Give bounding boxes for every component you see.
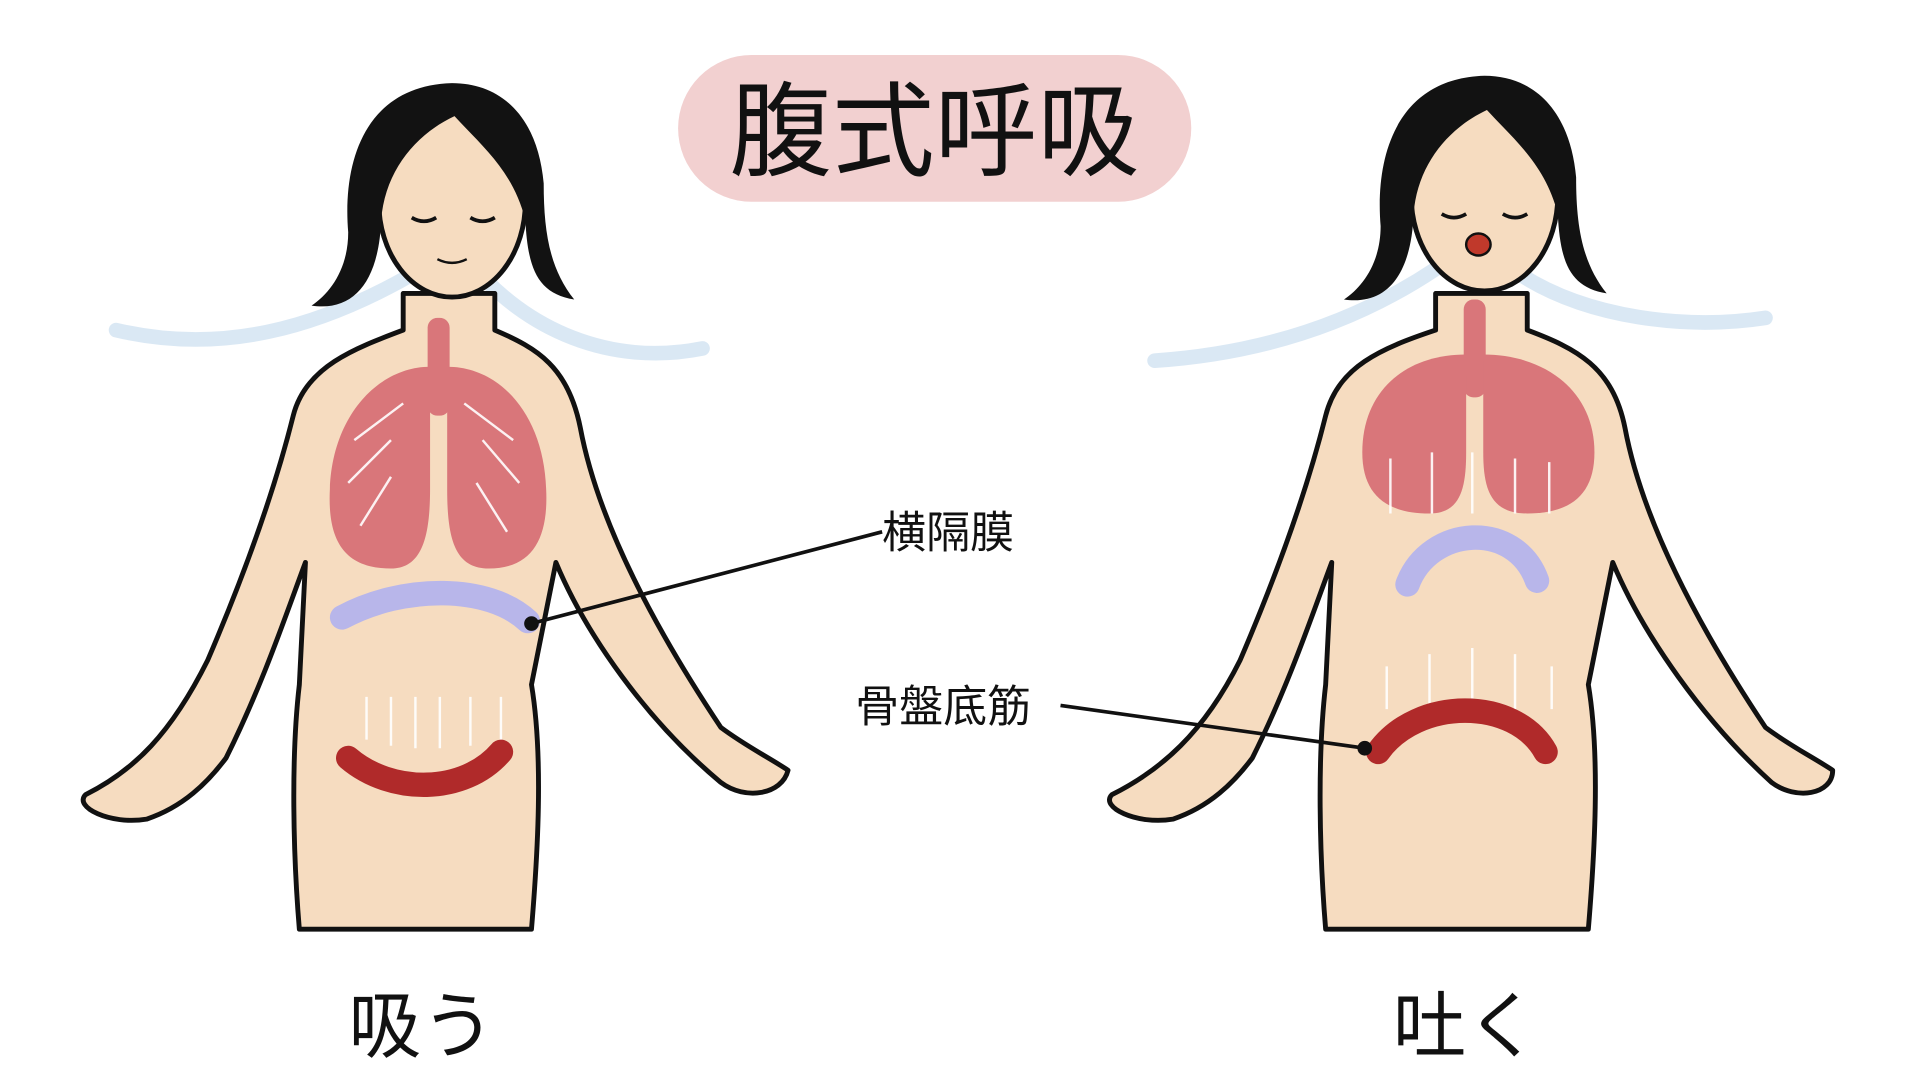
pelvic-floor-label: 骨盤底筋 [855,681,1031,732]
diaphragm-label: 横隔膜 [882,508,1014,559]
exhale-air-flow-right [1513,267,1773,330]
right-lung [447,366,547,569]
title-badge: 腹式呼吸 [678,55,1192,202]
inhale-air-flow-right [463,255,710,361]
hair [1343,75,1607,301]
diaphragm-callout: 横隔膜 [524,508,1014,631]
inhale-air-flow-left [108,261,429,347]
page-title: 腹式呼吸 [729,73,1140,192]
pelvic-floor-inhale [335,739,514,797]
diaphragm-exhale [1395,525,1550,597]
diaphragm-inhale [329,580,541,634]
pelvic-floor-callout: 骨盤底筋 [855,681,1373,756]
body [1107,290,1836,932]
exhale-air-flow-left [1147,261,1443,369]
hair [311,83,575,307]
left-lung [329,366,431,569]
inhale-caption: 吸う [348,984,495,1069]
right-lung [1483,354,1595,514]
body [80,290,791,932]
left-lung [1362,354,1467,514]
pelvic-floor-exhale [1365,698,1558,765]
figure-inhale [80,83,791,932]
figure-exhale [1107,75,1836,932]
exhale-caption: 吐く [1393,984,1540,1069]
